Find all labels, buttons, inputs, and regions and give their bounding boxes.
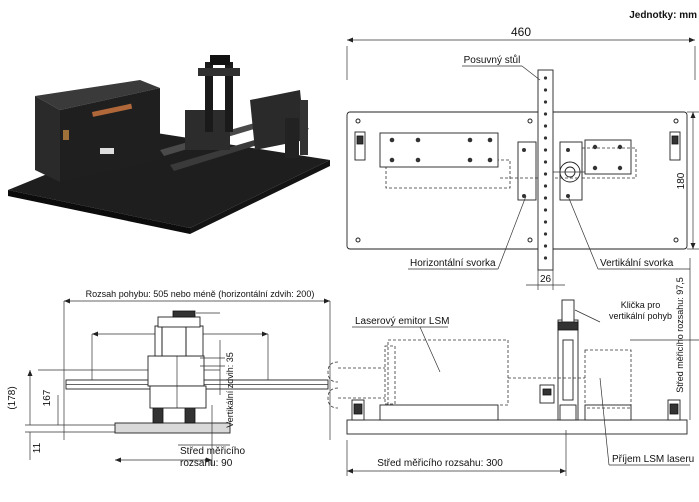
label-center-range-90-line1: Střed měřicího (180, 446, 245, 457)
front-base-plate (114, 422, 231, 434)
front-view: Rozsah pohybu: 505 nebo méně (horizontál… (7, 289, 331, 469)
label-travel-range: Rozsah pohybu: 505 nebo méně (horizontál… (86, 289, 315, 299)
units-label: Jednotky: mm (629, 10, 697, 21)
label-lsm-receiver: Příjem LSM laseru (612, 454, 694, 465)
label-center-range-300: Střed měřicího rozsahu: 300 (377, 458, 503, 469)
side-base-plate (346, 419, 688, 435)
dim-26: 26 (540, 274, 552, 285)
top-view: 460 (346, 25, 699, 290)
label-vertical-clamp: Vertikální svorka (600, 258, 674, 269)
column-holes (543, 76, 548, 260)
label-center-range-90-line2: rozsahu: 90 (180, 458, 233, 469)
sliding-table-column (537, 69, 554, 271)
label-knob: Klička pro vertikální pohyb (608, 300, 673, 321)
side-view: Laserový emitor LSM Klička pro vertikáln… (327, 258, 699, 476)
dim-178: (178) (7, 386, 18, 409)
product-photo (0, 30, 330, 240)
dim-167: 167 (42, 389, 53, 406)
label-lsm-emitter: Laserový emitor LSM (355, 316, 449, 327)
label-horizontal-clamp: Horizontální svorka (410, 258, 496, 269)
dim-460: 460 (511, 25, 531, 39)
label-center-range-vertical: Střed měřicího rozsahu: 97,5 (675, 277, 685, 393)
emitter-dashed (387, 339, 509, 406)
receiver-dashed (584, 349, 632, 409)
dim-180: 180 (676, 172, 687, 189)
label-vertical-stroke: Vertikální zdvih: 35 (225, 352, 235, 428)
label-sliding-table: Posuvný stůl (464, 54, 521, 66)
dim-11: 11 (32, 442, 43, 453)
